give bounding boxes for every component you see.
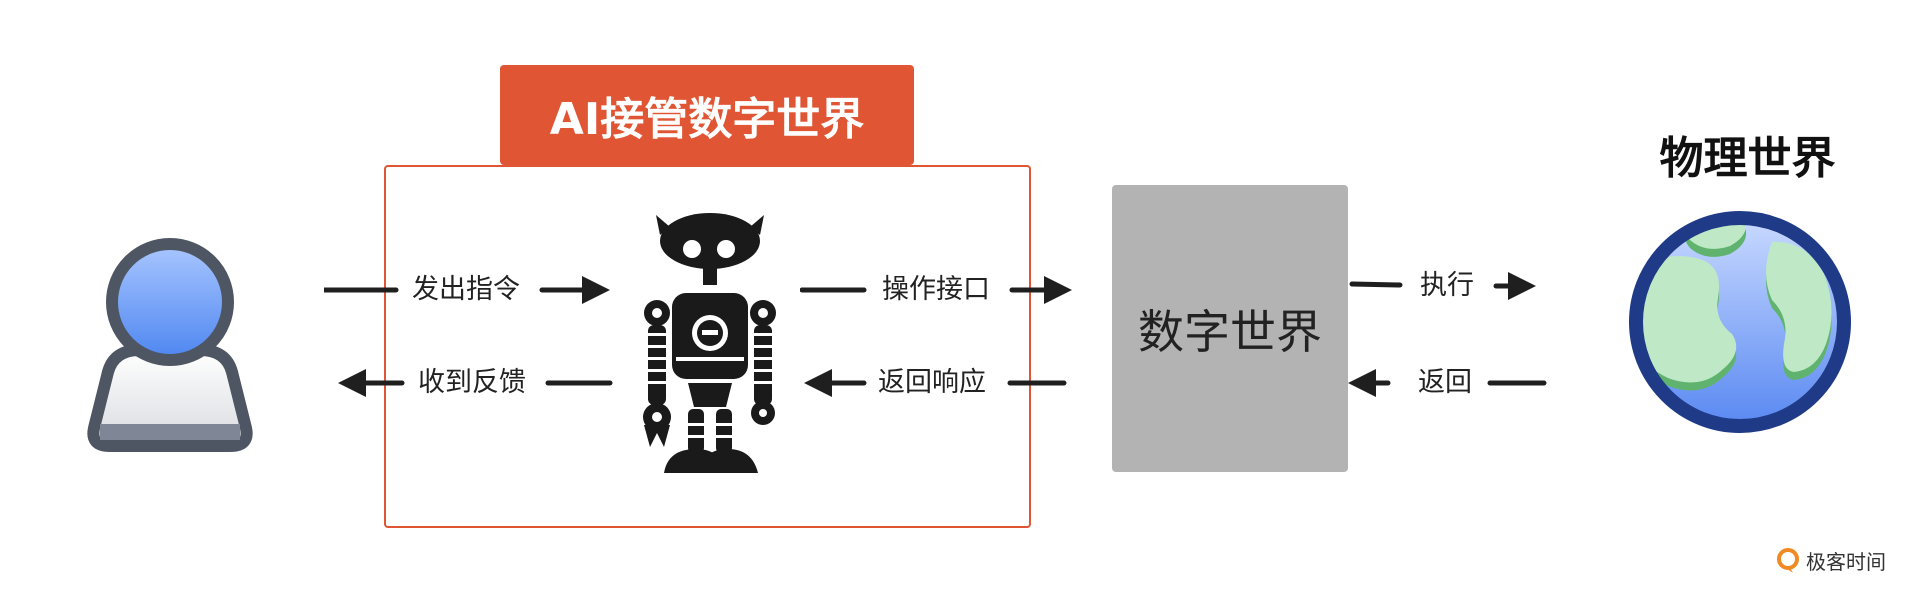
globe-icon [1629,211,1851,433]
arrow-right-icon [1349,272,1536,300]
arrow-left-icon [1348,369,1547,397]
arrow-right-icon [324,276,610,304]
arrow-left-icon [804,369,1067,397]
user-icon [87,238,253,452]
return-response-label: 返回响应 [878,367,986,398]
arrow-right-icon [800,276,1072,304]
operate-interface-label: 操作接口 [882,274,990,305]
receive-feedback-label: 收到反馈 [418,367,526,398]
ai-frame [384,165,1031,528]
ai-takeover-banner: AI接管数字世界 [500,65,914,165]
physical-world-title: 物理世界 [1659,133,1836,184]
issue-command-label: 发出指令 [412,274,520,305]
brand-name: 极客时间 [1806,550,1886,574]
execute-label: 执行 [1420,270,1474,301]
arrow-left-icon [338,369,613,397]
robot-icon [643,213,776,473]
watermark: 极客时间 [1775,546,1886,575]
return-label: 返回 [1418,367,1472,398]
brand-logo-icon [1777,547,1799,573]
digital-world-box: 数字世界 [1112,185,1348,472]
